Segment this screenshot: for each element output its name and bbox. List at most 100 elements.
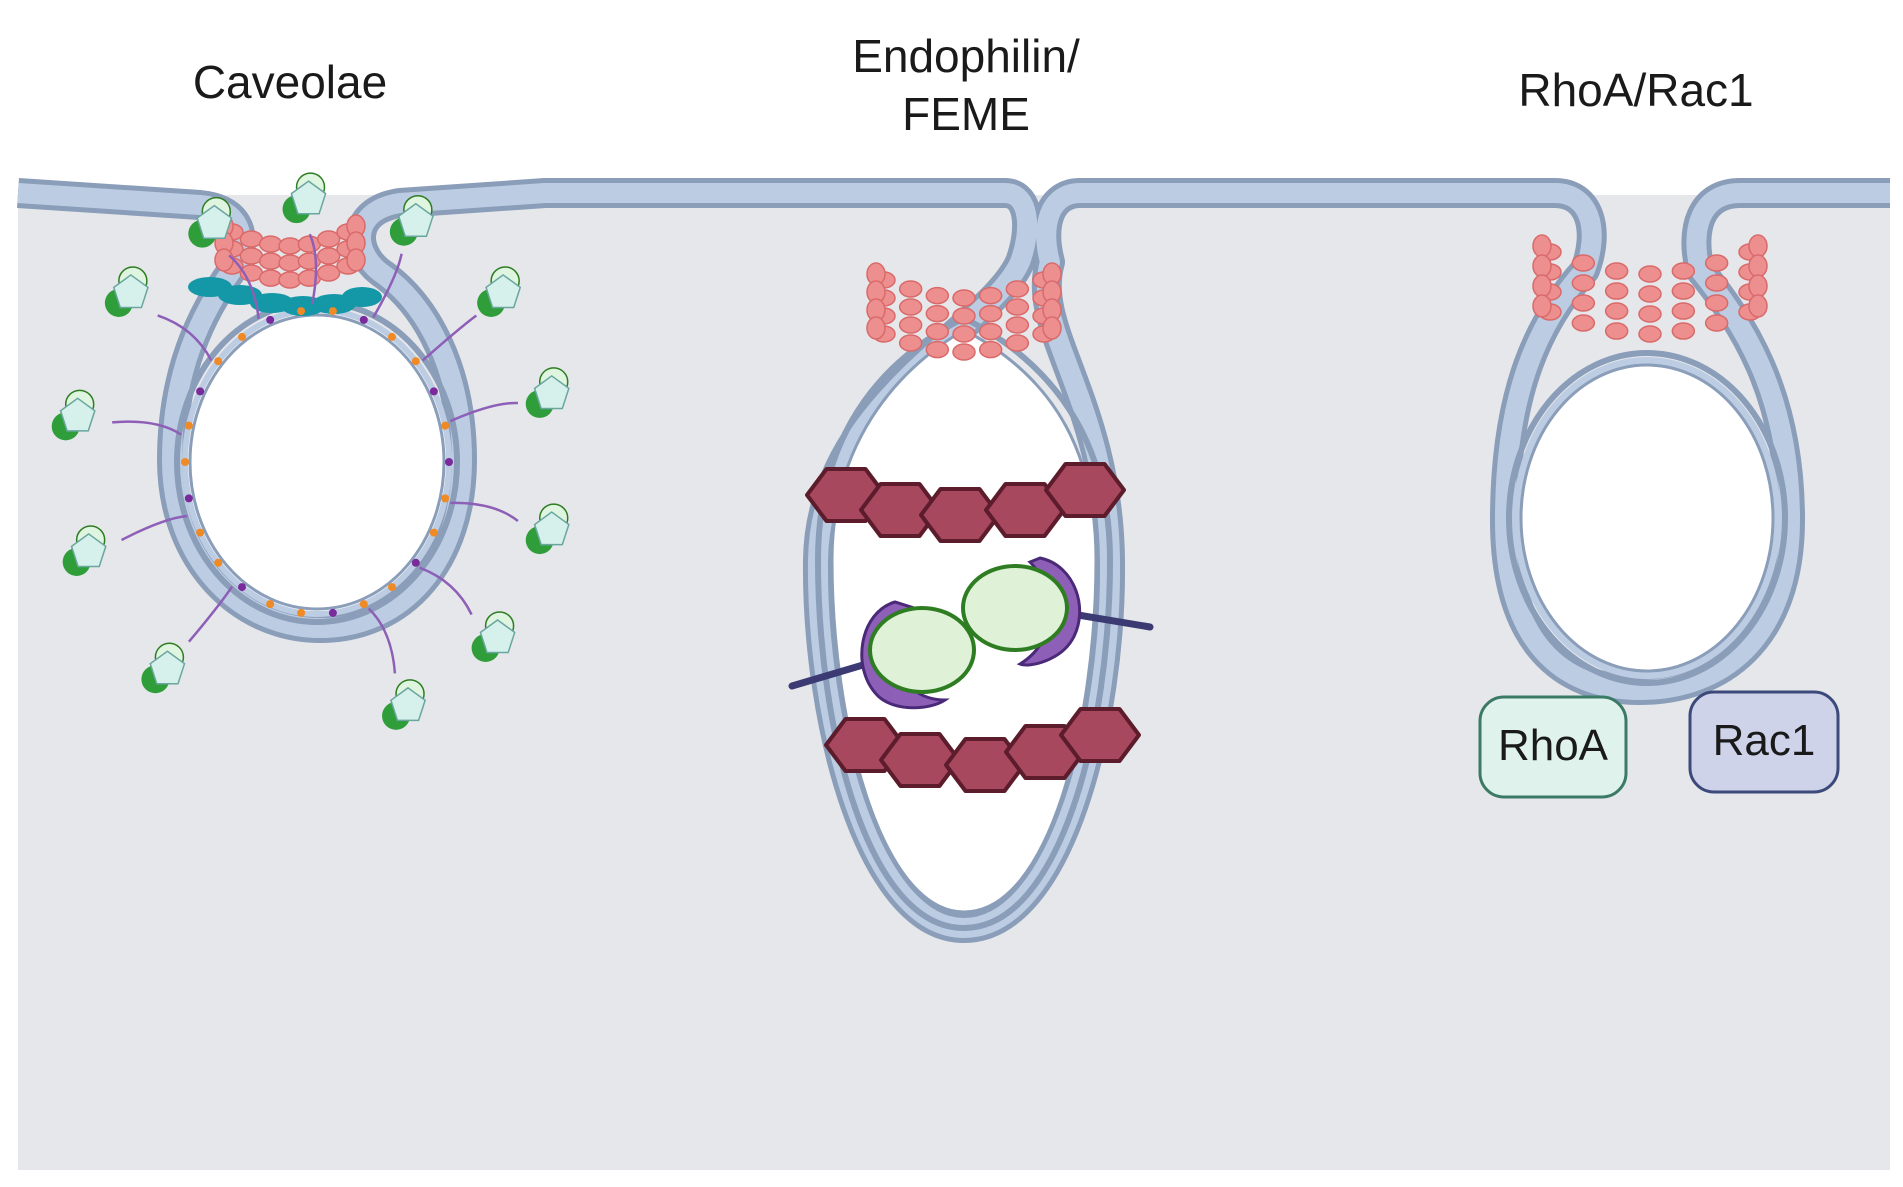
- dynamin-bead: [898, 298, 923, 316]
- receptor-tail: [449, 401, 518, 423]
- cavin-band: [188, 277, 382, 316]
- caveolin-dot: [196, 528, 205, 537]
- receptor-core: [112, 274, 149, 309]
- dynamin-bead: [278, 237, 302, 255]
- receptor-tail: [120, 514, 188, 542]
- dynamin-bead: [925, 286, 950, 305]
- caveolin-dot: [359, 600, 368, 609]
- title-endophilin-line2: FEME: [902, 88, 1030, 140]
- dynamin-bead: [1532, 274, 1552, 298]
- cargo-right: [961, 564, 1069, 652]
- receptor-tail: [372, 253, 403, 319]
- dynamin-bead: [214, 248, 234, 272]
- caveolin-dot: [214, 357, 223, 366]
- dynamin-bead: [1671, 282, 1696, 300]
- receptor-tail: [421, 314, 478, 362]
- dynamin-bead: [1532, 254, 1552, 278]
- caveolin-dot: [181, 458, 189, 466]
- receptor-core: [149, 650, 186, 685]
- dynamin-bead: [258, 269, 283, 287]
- dynamin-bead: [978, 286, 1003, 305]
- dynamin-bead: [1671, 322, 1696, 340]
- receptor-tail: [112, 420, 182, 436]
- feme-cargo-complex: [788, 556, 1154, 710]
- receptor-tail: [450, 501, 519, 522]
- dynamin-bead: [316, 264, 341, 282]
- caveolin-dot: [297, 307, 306, 316]
- dynamin-bead: [258, 252, 283, 270]
- caveolin-dot: [184, 421, 193, 430]
- caveolin-dot: [429, 528, 438, 537]
- caveolin-dot: [429, 387, 438, 396]
- dynamin-bead: [898, 280, 923, 298]
- dynamin-bead: [898, 316, 923, 334]
- receptor-tail: [228, 254, 260, 319]
- receptor-core: [479, 619, 516, 654]
- caveolin-dot: [387, 332, 396, 341]
- dynamin-bead: [1604, 262, 1629, 280]
- caveolin-dot: [328, 307, 337, 316]
- dynamin-bead: [952, 325, 976, 343]
- dynamin-bead: [1638, 285, 1662, 303]
- dynamin-bead: [278, 254, 302, 272]
- dynamin-bead: [316, 247, 341, 265]
- receptor-core: [290, 180, 327, 215]
- dynamin-bead: [1748, 294, 1768, 318]
- caveolin-dot: [184, 494, 193, 503]
- receptor-core: [485, 274, 522, 309]
- dynamin-bead: [925, 340, 950, 359]
- cargo-left: [868, 606, 976, 694]
- caveolin-dot: [445, 458, 453, 466]
- dynamin-bead: [1671, 262, 1696, 280]
- receptor-tail: [367, 607, 397, 674]
- dynamin-bead: [1704, 294, 1729, 312]
- receptor-core: [397, 202, 434, 238]
- dynamin-bead: [258, 235, 283, 253]
- caveolin-dot: [238, 583, 247, 592]
- dynamin-bead: [278, 271, 302, 289]
- rac1-label: Rac1: [1713, 716, 1816, 765]
- dynamin-bead: [1638, 305, 1662, 323]
- dynamin-ring-feme: [866, 262, 1062, 361]
- dynamin-bead: [1532, 294, 1552, 318]
- rhoa-box: RhoA: [1478, 695, 1628, 799]
- receptor-tail: [157, 314, 213, 362]
- receptor-core: [196, 204, 233, 239]
- dynamin-bead: [952, 307, 976, 325]
- receptor-core: [59, 397, 96, 432]
- dynamin-bead: [1748, 234, 1768, 258]
- dynamin-bead: [1638, 265, 1662, 283]
- caveolin-dot: [359, 315, 368, 324]
- caveolae-receptors: [51, 172, 570, 730]
- dynamin-ring-rho: [1532, 234, 1768, 343]
- caveolin-dot: [441, 421, 450, 430]
- dynamin-bead: [1571, 314, 1596, 332]
- caveolin-dot: [266, 600, 275, 609]
- dynamin-bead: [1604, 282, 1629, 300]
- receptor-core: [70, 533, 107, 568]
- dynamin-bead: [978, 340, 1003, 359]
- rho-rac-lumen: [1519, 363, 1775, 673]
- actin-monomer: [1044, 462, 1126, 518]
- rhoa-label: RhoA: [1498, 721, 1609, 770]
- receptor-tail: [419, 566, 473, 616]
- dynamin-bead: [952, 289, 976, 307]
- dynamin-bead: [1604, 322, 1629, 340]
- caveolin-dot: [196, 387, 205, 396]
- title-rho-rac: RhoA/Rac1: [1518, 64, 1753, 116]
- caveolin-dot: [411, 558, 420, 567]
- dynamin-bead: [1005, 280, 1030, 298]
- dynamin-bead: [1571, 294, 1596, 312]
- title-caveolae: Caveolae: [193, 56, 387, 108]
- dynamin-bead: [866, 316, 886, 340]
- receptor-tail: [187, 585, 234, 643]
- dynamin-bead: [1042, 316, 1062, 340]
- actin-filament-top: [805, 462, 1126, 543]
- dynamin-bead: [1005, 316, 1030, 334]
- caveolin-dot: [214, 558, 223, 567]
- dynamin-bead: [1571, 274, 1596, 292]
- dynamin-bead: [1748, 274, 1768, 298]
- actin-filament-bottom: [824, 707, 1141, 793]
- dynamin-bead: [1704, 274, 1729, 292]
